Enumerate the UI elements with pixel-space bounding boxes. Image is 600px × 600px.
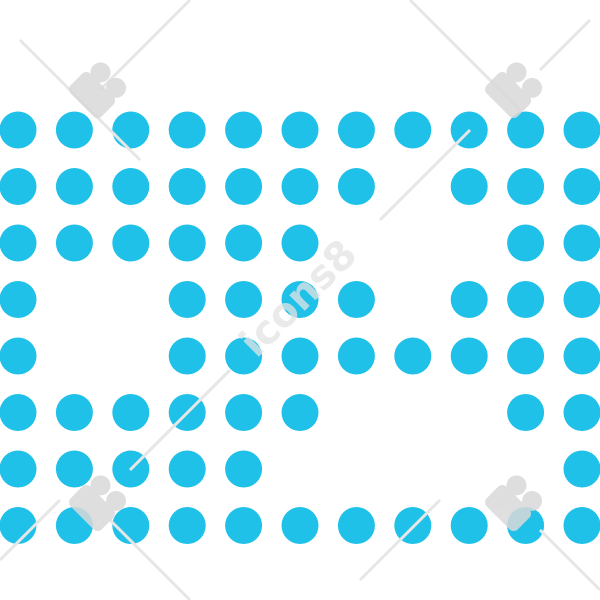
dot — [168, 111, 206, 149]
dot — [450, 281, 488, 318]
dot — [281, 111, 319, 149]
dot — [337, 507, 375, 544]
dot — [281, 394, 319, 431]
dot — [225, 224, 263, 262]
dot — [112, 394, 150, 431]
dot — [168, 394, 206, 431]
dot — [55, 394, 93, 431]
dot — [0, 450, 37, 488]
dot — [112, 111, 150, 149]
dot — [563, 507, 600, 544]
dot — [281, 337, 319, 375]
dot — [507, 281, 545, 318]
dot — [394, 337, 432, 375]
dot — [0, 168, 37, 205]
dot — [563, 111, 600, 149]
dot — [225, 111, 263, 149]
dot — [55, 168, 93, 205]
dot — [225, 168, 263, 205]
dot — [563, 337, 600, 375]
dot — [281, 507, 319, 544]
dot — [168, 281, 206, 318]
dot — [563, 281, 600, 318]
dot — [337, 168, 375, 205]
dot — [450, 507, 488, 544]
dot — [225, 281, 263, 318]
dot — [55, 111, 93, 149]
dot — [168, 507, 206, 544]
dot — [0, 224, 37, 262]
dot — [55, 224, 93, 262]
dot — [337, 281, 375, 318]
dot — [225, 394, 263, 431]
dot — [507, 394, 545, 431]
dot — [563, 168, 600, 205]
dot — [112, 507, 150, 544]
dot — [0, 507, 37, 544]
dot — [507, 224, 545, 262]
dot — [168, 450, 206, 488]
dot — [507, 337, 545, 375]
dot — [168, 224, 206, 262]
dot — [112, 224, 150, 262]
dot — [563, 394, 600, 431]
dot — [168, 168, 206, 205]
dot — [0, 111, 37, 149]
dot — [450, 337, 488, 375]
dot — [507, 111, 545, 149]
dot — [281, 168, 319, 205]
dot — [112, 450, 150, 488]
dot — [507, 168, 545, 205]
dot — [563, 450, 600, 488]
dot — [563, 224, 600, 262]
dot — [281, 224, 319, 262]
dot — [450, 168, 488, 205]
dot — [337, 337, 375, 375]
dot — [225, 337, 263, 375]
dot — [55, 450, 93, 488]
dot — [112, 168, 150, 205]
dot — [225, 450, 263, 488]
dot — [225, 507, 263, 544]
dot — [55, 507, 93, 544]
dot — [450, 111, 488, 149]
dot — [0, 281, 37, 318]
dot — [281, 281, 319, 318]
dot — [0, 337, 37, 375]
dot — [394, 111, 432, 149]
dot — [168, 337, 206, 375]
dot — [394, 507, 432, 544]
dot — [0, 394, 37, 431]
dot — [337, 111, 375, 149]
dot — [507, 507, 545, 544]
